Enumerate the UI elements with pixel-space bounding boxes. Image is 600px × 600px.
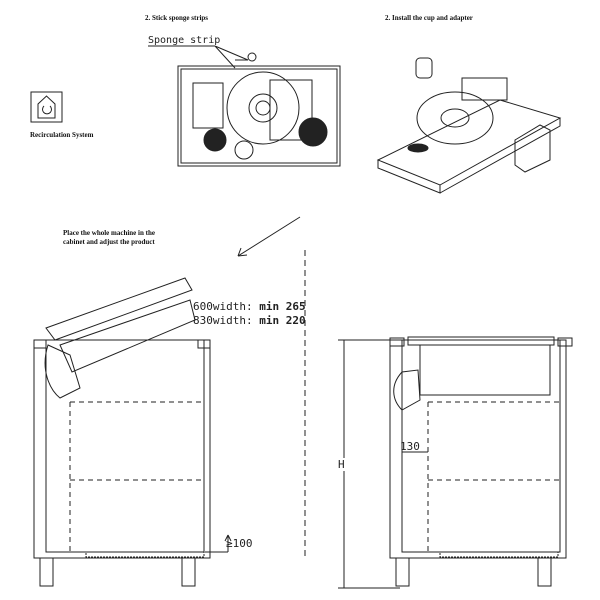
hob-bottom-view (148, 45, 341, 167)
recirculation-label: Recirculation System (30, 131, 94, 139)
left-cabinet (33, 250, 306, 587)
right-cabinet (338, 336, 573, 589)
min-gap-830-width: 830width: min 220 (193, 314, 306, 327)
recirculation-house-icon (30, 91, 63, 123)
bottom-gap-dimension: ≥100 (226, 537, 253, 550)
hob-isometric-view (376, 57, 562, 194)
step-sponge-title: 2. Stick sponge strips (145, 14, 209, 22)
sponge-strip-callout: Sponge strip (148, 35, 221, 46)
min-gap-600-width: 600width: min 265 (193, 300, 306, 313)
step-place-title: Place the whole machine in the cabinet a… (63, 229, 155, 246)
height-dimension: H (338, 458, 345, 471)
step-cup-title: 2. Install the cup and adapter (385, 14, 473, 22)
insert-arrow (237, 216, 301, 257)
side-gap-dimension: 130 (400, 440, 420, 453)
